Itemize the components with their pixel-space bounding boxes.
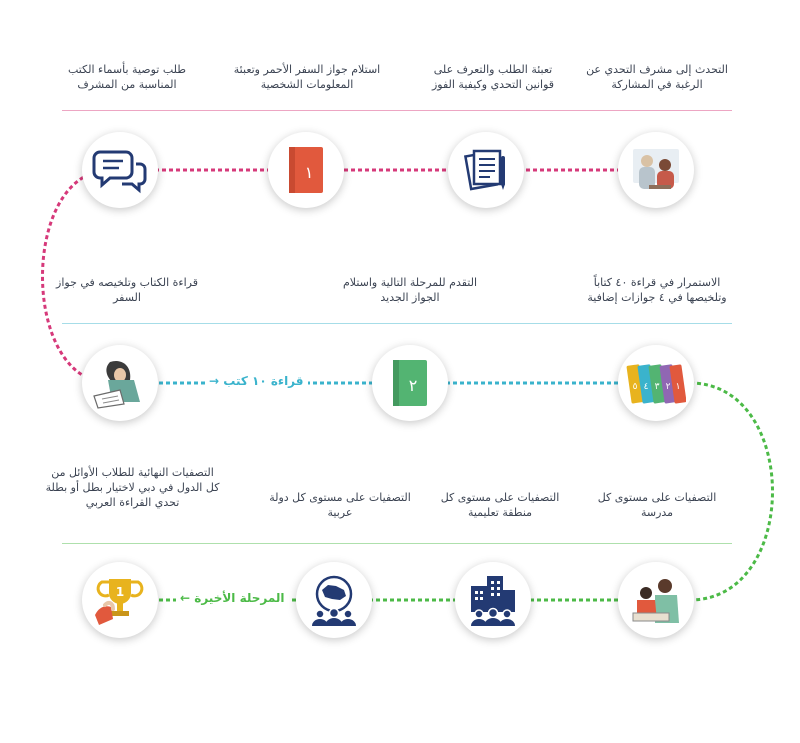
passport-stack-num-4: ٤ — [644, 382, 649, 392]
step-6-circle: ٢ — [372, 345, 448, 421]
passport-stack-num-1: ١ — [676, 382, 681, 392]
step-4-circle — [82, 132, 158, 208]
step-1-text: التحدث إلى مشرف التحدي عن الرغبة في المش… — [586, 63, 728, 91]
step-6-text: التقدم للمرحلة التالية واستلام الجواز ال… — [342, 276, 478, 304]
step-9-circle — [455, 562, 531, 638]
step-8-text: التصفيات على مستوى كل مدرسة — [597, 491, 717, 519]
step-10-text: التصفيات على مستوى كل دولة عربية — [269, 491, 411, 519]
step-5-circle — [82, 345, 158, 421]
arrow-right-icon: → — [209, 374, 220, 388]
buildings-people-icon — [471, 576, 515, 626]
passport-stack-icon: ٥ ٤ ٣ ٢ ١ — [626, 364, 686, 404]
step-9-text: التصفيات على مستوى كل منطقة تعليمية — [440, 491, 560, 519]
step-11-text: التصفيات النهائية للطلاب الأوائل من كل ا… — [45, 466, 220, 509]
passport-stack-num-5: ٥ — [633, 382, 638, 392]
trophy-number: 1 — [116, 585, 124, 599]
arab-map-people-icon — [312, 575, 356, 626]
step-4-text: طلب توصية بأسماء الكتب المناسبة من المشر… — [67, 63, 187, 91]
row3-divider — [62, 543, 732, 544]
speech-bubbles-icon — [92, 150, 147, 194]
trophy-icon: 1 — [95, 579, 144, 625]
green-passport-icon: ٢ — [393, 360, 427, 406]
green-passport-number: ٢ — [409, 376, 418, 395]
students-meeting-icon — [633, 149, 679, 189]
row1-divider — [62, 110, 732, 111]
teacher-student-icon — [632, 579, 679, 623]
read-books-label-text: قراءة ١٠ كتب — [223, 374, 304, 388]
step-5-text: قراءة الكتاب وتلخيصه في جواز السفر — [56, 276, 198, 304]
student-reading-icon — [93, 360, 140, 409]
step-3-text: استلام جواز السفر الأحمر وتعبئة المعلوما… — [233, 63, 381, 91]
document-pen-icon — [463, 149, 505, 191]
step-3-circle: ١ — [268, 132, 344, 208]
step-7-circle: ٥ ٤ ٣ ٢ ١ — [618, 345, 694, 421]
step-2-circle — [448, 132, 524, 208]
step-1-circle — [618, 132, 694, 208]
final-stage-label: المرحلة الأخيرة ← — [176, 591, 289, 605]
step-10-circle — [296, 562, 372, 638]
step-11-circle: 1 — [82, 562, 158, 638]
red-passport-number: ١ — [305, 163, 314, 182]
passport-stack-num-3: ٣ — [655, 382, 660, 392]
read-books-label: قراءة ١٠ كتب → — [205, 374, 308, 388]
step-8-circle — [618, 562, 694, 638]
arrow-left-icon: ← — [180, 591, 191, 605]
red-passport-icon: ١ — [289, 147, 323, 193]
final-stage-label-text: المرحلة الأخيرة — [194, 591, 285, 605]
step-2-text: تعبئة الطلب والتعرف على قوانين التحدي وك… — [431, 63, 555, 91]
left-curve-connector — [41, 168, 111, 385]
row2-divider — [62, 323, 732, 324]
passport-stack-num-2: ٢ — [666, 382, 671, 392]
step-7-text: الاستمرار في قراءة ٤٠ كتاباً وتلخيصها في… — [587, 276, 727, 304]
